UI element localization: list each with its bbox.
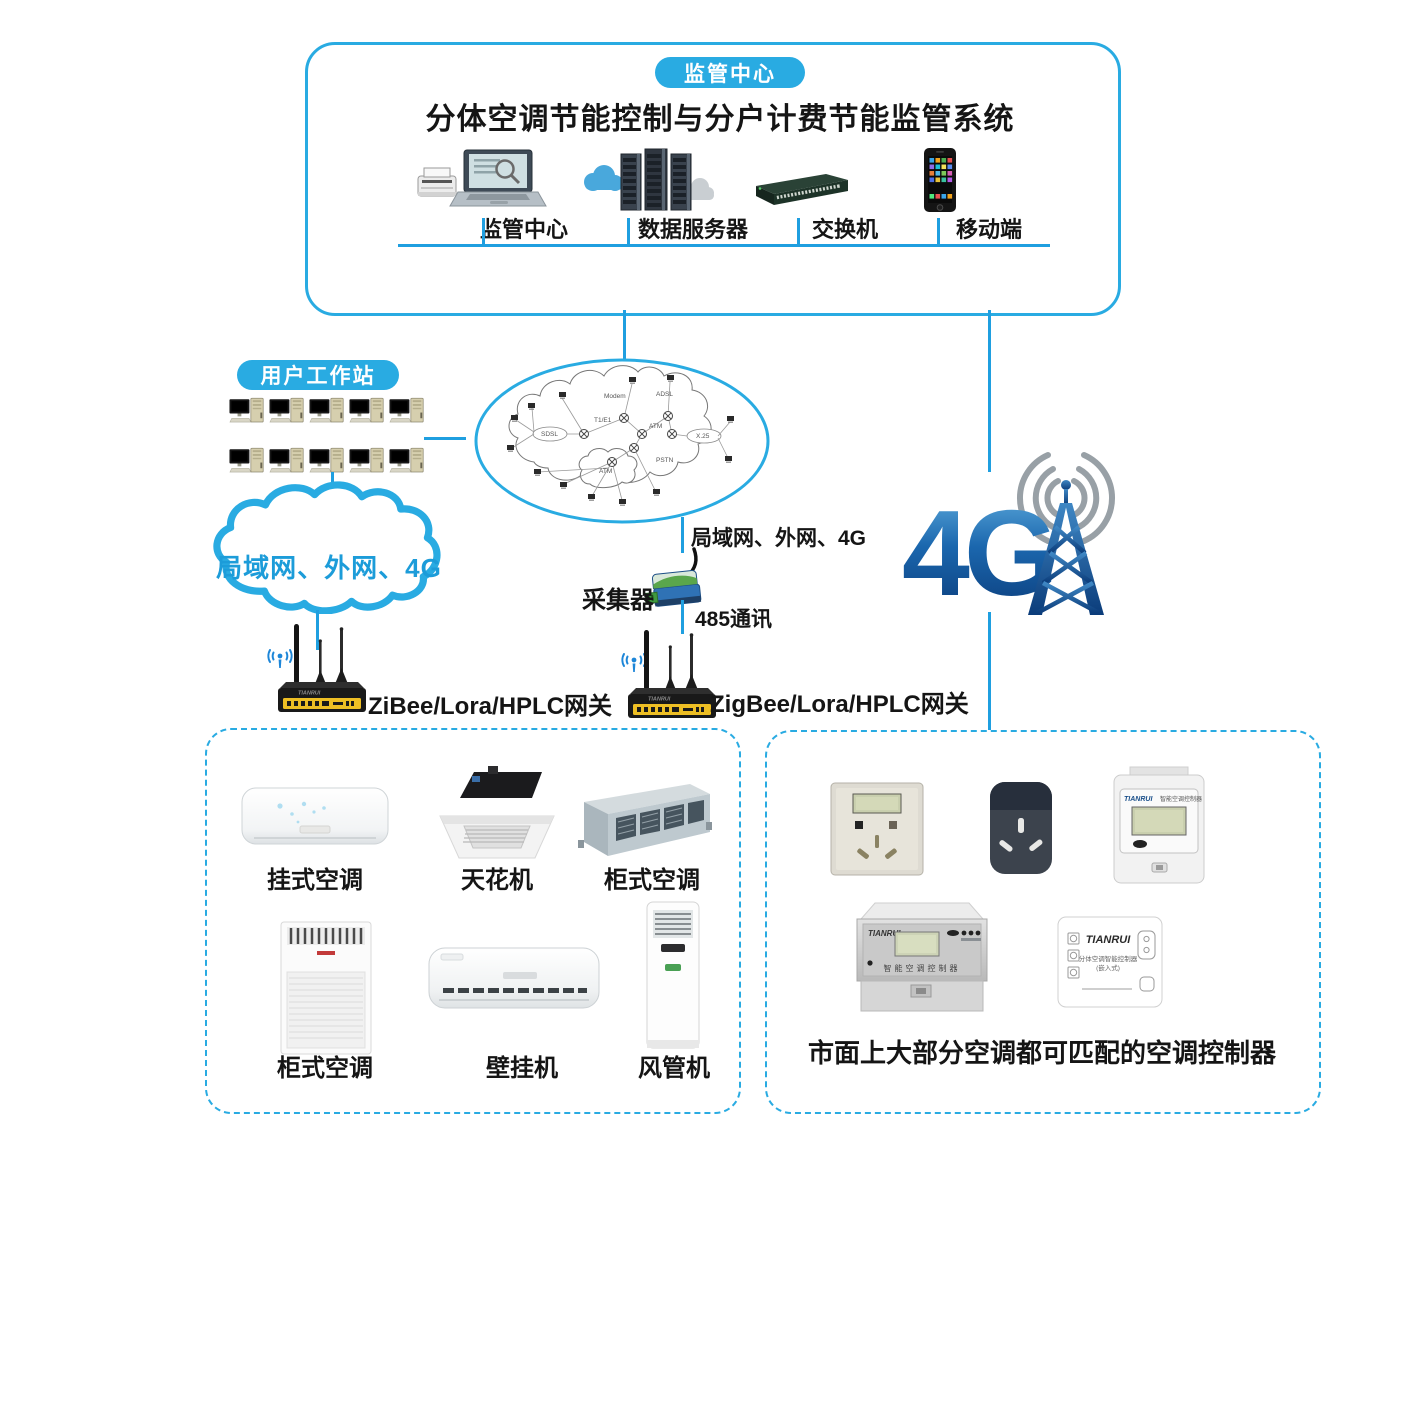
din-brand-text: TIANRUI <box>868 929 901 938</box>
workstation-row-1 <box>229 397 427 430</box>
ac-label-wall: 挂式空调 <box>267 867 363 894</box>
embedded-brand-text: TIANRUI <box>1086 934 1132 946</box>
bus-tick-4 <box>937 218 940 244</box>
gateway-right-label: ZigBee/Lora/HPLC网关 <box>710 691 969 718</box>
workstation-icon <box>349 397 387 430</box>
connector-collector-gateway <box>681 600 684 634</box>
ac-label-cassette: 天花机 <box>461 867 533 894</box>
workstation-row-2 <box>229 447 427 480</box>
embedded-label-text: 分体空调智能控制器 <box>1079 954 1138 963</box>
node-label-supervision: 监管中心 <box>480 217 569 242</box>
net-label-modem: Modem <box>604 393 626 400</box>
data-server-icon <box>584 148 714 211</box>
lan-cloud-label: 局域网、外网、4G <box>216 553 442 583</box>
node-label-data-server: 数据服务器 <box>638 217 749 242</box>
collector-label: 采集器 <box>582 587 654 614</box>
gateway-router-left <box>276 620 368 720</box>
workstation-icon <box>229 397 267 430</box>
cabinet-ac-image <box>280 921 372 1055</box>
meter-brand-text: TIANRUI <box>1124 796 1153 803</box>
user-workstation-badge: 用户工作站 <box>237 360 399 390</box>
4g-tower-graphic: 4G <box>902 452 1116 621</box>
din-label-text: 智能空调控制器 <box>884 963 961 973</box>
net-label-atm: ATM <box>649 423 662 430</box>
bus-tick-3 <box>797 218 800 244</box>
connector-topbox-internet <box>623 310 626 360</box>
node-label-mobile: 移动端 <box>956 217 1023 242</box>
connector-cloud-gateway <box>316 610 319 650</box>
switch-icon <box>756 174 848 205</box>
net-label-adsl: ADSL <box>656 391 673 398</box>
gateway-left-label: ZiBee/Lora/HPLC网关 <box>368 693 613 720</box>
workstation-icon <box>389 447 427 480</box>
gateway-router-right <box>626 626 718 726</box>
wan-line-label: 局域网、外网、4G <box>691 527 867 550</box>
rs485-label: 485通讯 <box>695 608 773 631</box>
meter-controller-image: TIANRUI 智能空调控制器 <box>1113 766 1205 884</box>
supervision-workstation-icon <box>417 149 547 207</box>
wall-ac2-image <box>428 947 600 1009</box>
connector-ws-internet <box>424 437 466 440</box>
connector-topbox-4g <box>988 310 991 472</box>
connector-4g-controllerbox <box>988 612 991 732</box>
wall-ac-image <box>241 787 389 845</box>
embedded-controller-image: TIANRUI 分体空调智能控制器 (嵌入式) <box>1057 916 1163 1008</box>
tiny-computers <box>507 375 734 506</box>
duct-ac-image <box>578 784 712 856</box>
bus-tick-1 <box>482 218 485 244</box>
net-label-atm2: ATM <box>599 468 612 475</box>
net-label-pstn: PSTN <box>656 457 674 464</box>
din-controller-image: TIANRUI 智能空调控制器 <box>856 902 988 1012</box>
net-label-x25: X.25 <box>696 433 710 440</box>
workstation-icon <box>389 397 427 430</box>
workstation-icon <box>229 447 267 480</box>
controllers-caption: 市面上大部分空调都可匹配的空调控制器 <box>807 1038 1276 1068</box>
smart-plug-image <box>990 782 1052 874</box>
net-label-sdsl: SDSL <box>541 431 558 438</box>
workstation-icon <box>309 397 347 430</box>
mobile-phone-icon <box>924 148 956 212</box>
floor-ac-image <box>646 901 700 1049</box>
bus-tick-2 <box>627 218 630 244</box>
meter-label-text: 智能空调控制器 <box>1160 795 1202 803</box>
connector-ws-cloud <box>331 472 334 488</box>
internet-cloud-diagram: Modem ADSL T1/E1 ATM SDSL X.25 PSTN ATM <box>474 358 770 524</box>
workstation-icon <box>309 447 347 480</box>
embedded-sub-text: (嵌入式) <box>1096 963 1120 972</box>
connector-internet-collector <box>681 517 684 553</box>
lattice-tower <box>1028 480 1104 615</box>
ac-label-floor: 风管机 <box>638 1055 710 1082</box>
ac-label-wall2: 壁挂机 <box>486 1055 558 1082</box>
lan-cloud-shape <box>213 481 441 614</box>
ac-label-duct: 柜式空调 <box>604 867 700 894</box>
workstation-icon <box>349 447 387 480</box>
workstation-icon <box>269 447 307 480</box>
collector-device <box>644 547 702 607</box>
cassette-ac-image <box>439 766 555 859</box>
net-label-t1e1: T1/E1 <box>594 417 612 424</box>
workstation-icon <box>269 397 307 430</box>
4g-text: 4G <box>902 485 1053 621</box>
ac-label-cabinet: 柜式空调 <box>277 1055 373 1082</box>
supervision-center-badge: 监管中心 <box>655 57 805 88</box>
smart-socket-image <box>830 782 924 876</box>
node-label-switch: 交换机 <box>812 217 879 242</box>
system-title: 分体空调节能控制与分户计费节能监管系统 <box>425 103 1015 136</box>
bus-line <box>398 244 1050 247</box>
